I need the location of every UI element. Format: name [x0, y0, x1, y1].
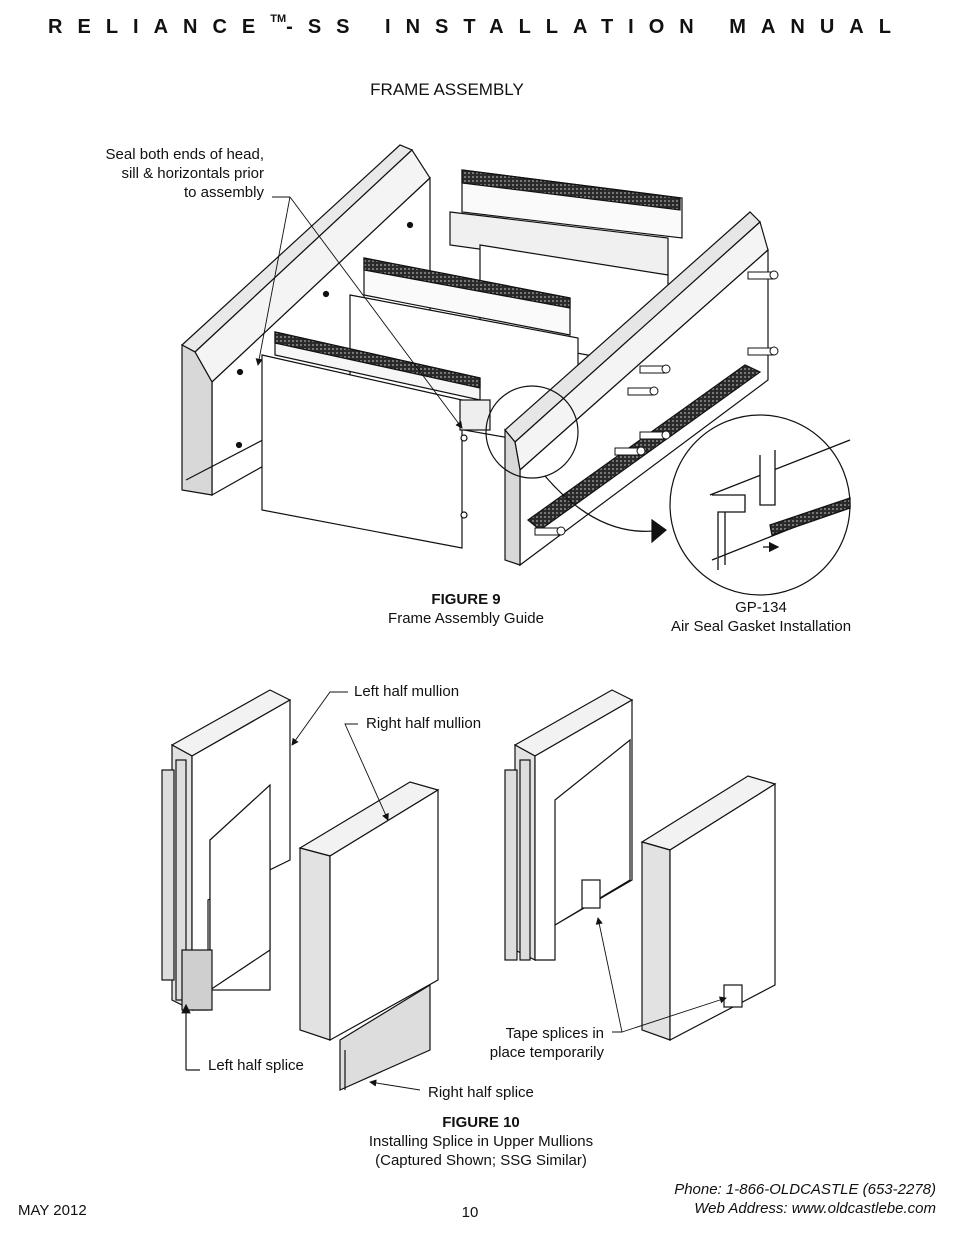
callout-line-2: sill & horizontals prior: [121, 165, 264, 182]
label-right-half-splice: Right half splice: [428, 1084, 534, 1101]
label-right-half-mullion: Right half mullion: [366, 715, 482, 732]
label-left-half-splice: Left half splice: [208, 1057, 304, 1074]
footer-web: Web Address: www.oldcastlebe.com: [694, 1200, 936, 1217]
callout-line-3: to assembly: [183, 184, 264, 201]
figure10-drawing: [161, 689, 777, 1091]
footer-contact: Phone: 1-866-OLDCASTLE (653-2278) Web Ad…: [640, 1180, 936, 1218]
detail-text: Air Seal Gasket Installation: [670, 618, 852, 635]
trademark-mark: TM: [270, 13, 287, 25]
figure10-caption-title: FIGURE 10: [442, 1114, 520, 1131]
figure10-caption: FIGURE 10 Installing Splice in Upper Mul…: [330, 1113, 632, 1170]
figure9-caption-title: FIGURE 9: [431, 591, 501, 608]
manual-header: RELIANCETM-SS INSTALLATION MANUAL: [0, 13, 954, 39]
figure9-callout: Seal both ends of head, sill & horizonta…: [92, 145, 264, 202]
figure9-caption: FIGURE 9 Frame Assembly Guide: [366, 590, 566, 628]
label-left-half-mullion: Left half mullion: [354, 683, 460, 700]
header-title-right: -SS INSTALLATION MANUAL: [286, 16, 906, 38]
detail-code: GP-134: [735, 599, 787, 616]
figure10-caption-line-2: (Captured Shown; SSG Similar): [375, 1152, 587, 1169]
figure9-detail-caption: GP-134 Air Seal Gasket Installation: [650, 598, 872, 636]
tape-line-2: place temporarily: [489, 1044, 604, 1061]
header-title-left: RELIANCE: [48, 16, 271, 38]
callout-line-1: Seal both ends of head,: [105, 146, 264, 163]
label-tape-splices: Tape splices in place temporarily: [480, 1024, 604, 1062]
section-title: FRAME ASSEMBLY: [370, 80, 524, 99]
figure9-caption-text: Frame Assembly Guide: [388, 610, 544, 627]
figure9-drawing: [180, 144, 851, 596]
figure10-caption-line-1: Installing Splice in Upper Mullions: [368, 1133, 594, 1150]
footer-date: MAY 2012: [18, 1202, 87, 1219]
footer-phone: Phone: 1-866-OLDCASTLE (653-2278): [674, 1181, 936, 1198]
page-number: 10: [461, 1204, 479, 1221]
tape-line-1: Tape splices in: [505, 1025, 604, 1042]
